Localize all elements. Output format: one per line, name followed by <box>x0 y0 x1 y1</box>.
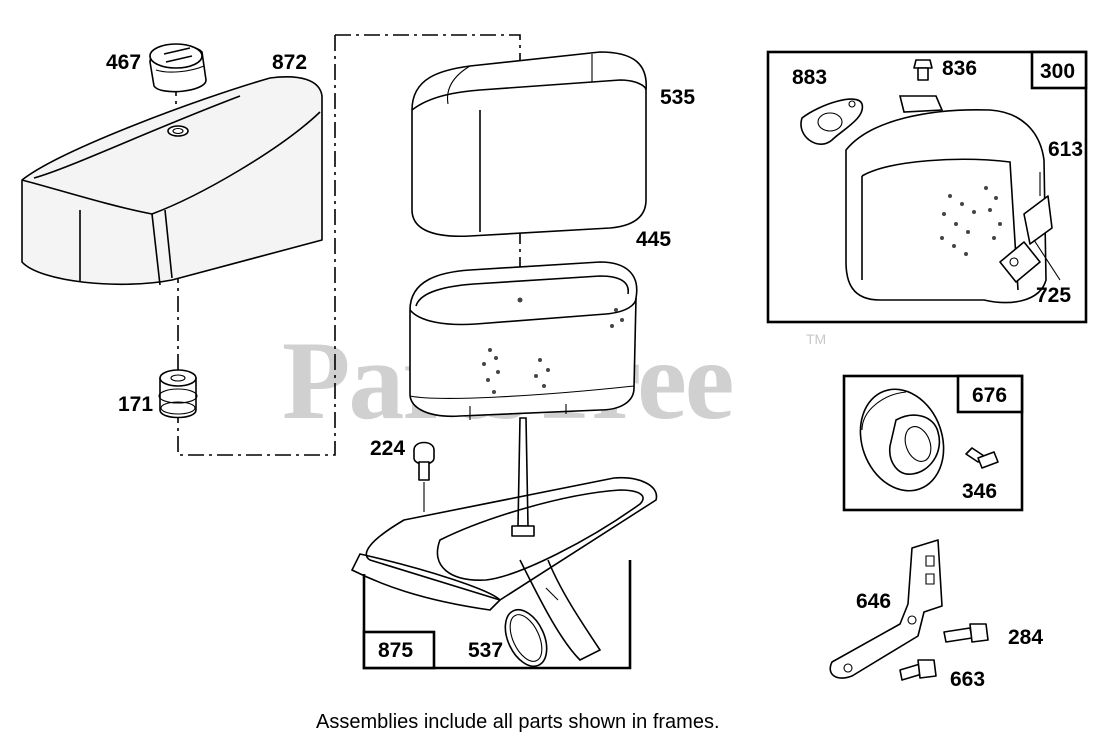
callout-535[interactable]: 535 <box>660 86 695 109</box>
screw-icon[interactable] <box>965 447 999 469</box>
screw-icon[interactable] <box>913 59 933 81</box>
grommet-icon[interactable] <box>158 369 198 419</box>
muffler-deflector-icon[interactable] <box>999 172 1061 283</box>
callout-613[interactable]: 613 <box>1048 138 1083 161</box>
callout-346[interactable]: 346 <box>962 480 997 503</box>
pre-cleaner-icon[interactable] <box>411 51 647 238</box>
air-cleaner-cover-icon[interactable] <box>21 76 323 286</box>
callout-663[interactable]: 663 <box>950 668 985 691</box>
callout-725[interactable]: 725 <box>1036 284 1071 307</box>
gasket-icon[interactable] <box>800 98 864 145</box>
callout-300[interactable]: 300 <box>1040 60 1075 83</box>
screw-icon[interactable] <box>943 623 989 643</box>
callout-445[interactable]: 445 <box>636 228 671 251</box>
callout-836[interactable]: 836 <box>942 57 977 80</box>
air-filter-icon[interactable] <box>409 261 638 420</box>
watermark-trademark: TM <box>806 331 826 347</box>
bracket-icon[interactable] <box>829 539 943 679</box>
callout-284[interactable]: 284 <box>1008 626 1043 649</box>
screw-icon[interactable] <box>413 441 435 513</box>
knob-icon[interactable] <box>149 43 207 93</box>
screw-icon[interactable] <box>899 659 937 681</box>
callout-872[interactable]: 872 <box>272 51 307 74</box>
callout-676[interactable]: 676 <box>972 384 1007 407</box>
callout-875[interactable]: 875 <box>378 639 413 662</box>
callout-883[interactable]: 883 <box>792 66 827 89</box>
callout-224[interactable]: 224 <box>370 437 405 460</box>
callout-646[interactable]: 646 <box>856 590 891 613</box>
diagram-caption: Assemblies include all parts shown in fr… <box>316 711 720 733</box>
exhaust-adapter-icon[interactable] <box>847 377 958 502</box>
callout-467[interactable]: 467 <box>106 51 141 74</box>
callout-171[interactable]: 171 <box>118 393 153 416</box>
callout-537[interactable]: 537 <box>468 639 503 662</box>
muffler-icon[interactable] <box>845 95 1047 304</box>
air-cleaner-base-icon[interactable] <box>350 417 658 661</box>
seal-ring-icon[interactable] <box>497 603 555 673</box>
